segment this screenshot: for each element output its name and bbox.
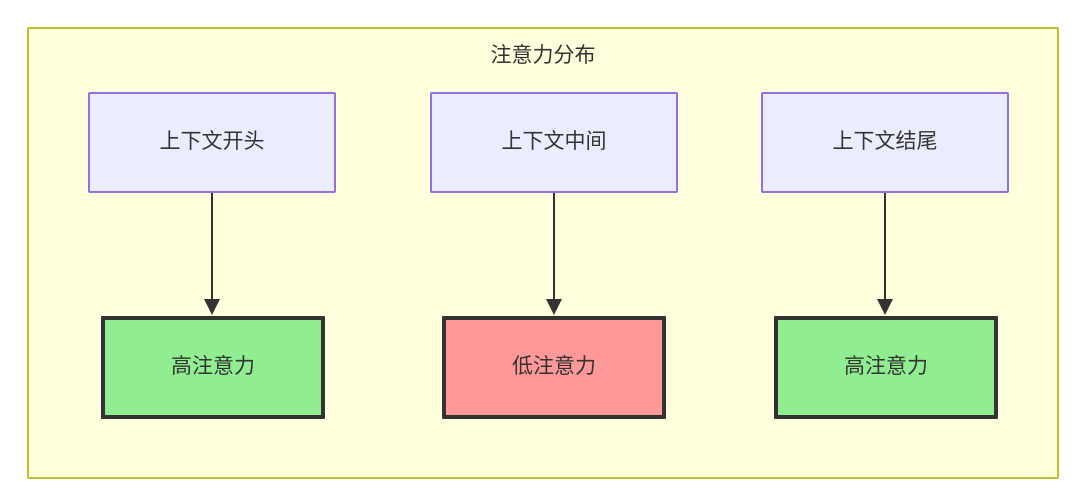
- node-ctx-middle[interactable]: 上下文中间: [430, 92, 678, 193]
- subgraph-title: 注意力分布: [490, 44, 596, 67]
- node-ctx-middle-label: 上下文中间: [501, 130, 607, 154]
- node-ctx-start-label: 上下文开头: [159, 130, 265, 154]
- node-ctx-end-label: 上下文结尾: [832, 130, 938, 154]
- node-attn-low-middle[interactable]: 低注意力: [442, 316, 666, 419]
- node-attn-high-end[interactable]: 高注意力: [774, 316, 998, 419]
- node-attn-high-start[interactable]: 高注意力: [101, 316, 325, 419]
- node-attn-low-middle-label: 低注意力: [512, 355, 596, 379]
- node-ctx-end[interactable]: 上下文结尾: [761, 92, 1009, 193]
- node-ctx-start[interactable]: 上下文开头: [88, 92, 336, 193]
- node-attn-high-end-label: 高注意力: [844, 355, 928, 379]
- node-attn-high-start-label: 高注意力: [171, 355, 255, 379]
